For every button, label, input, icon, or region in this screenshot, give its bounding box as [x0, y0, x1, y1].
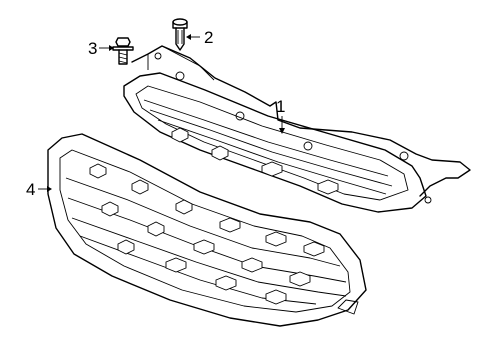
callout-1: 1: [276, 97, 285, 134]
lower-grille: [47, 133, 367, 327]
callout-2-label: 2: [204, 28, 213, 47]
upper-grille-bracket: [123, 45, 471, 213]
callout-3: 3: [88, 39, 114, 58]
callout-3-label: 3: [88, 39, 97, 58]
callout-1-label: 1: [276, 97, 285, 116]
callout-4-label: 4: [26, 180, 35, 199]
bolt: [112, 37, 134, 65]
callout-2: 2: [186, 28, 213, 47]
push-pin-clip: [172, 18, 188, 51]
callout-4: 4: [26, 180, 52, 199]
